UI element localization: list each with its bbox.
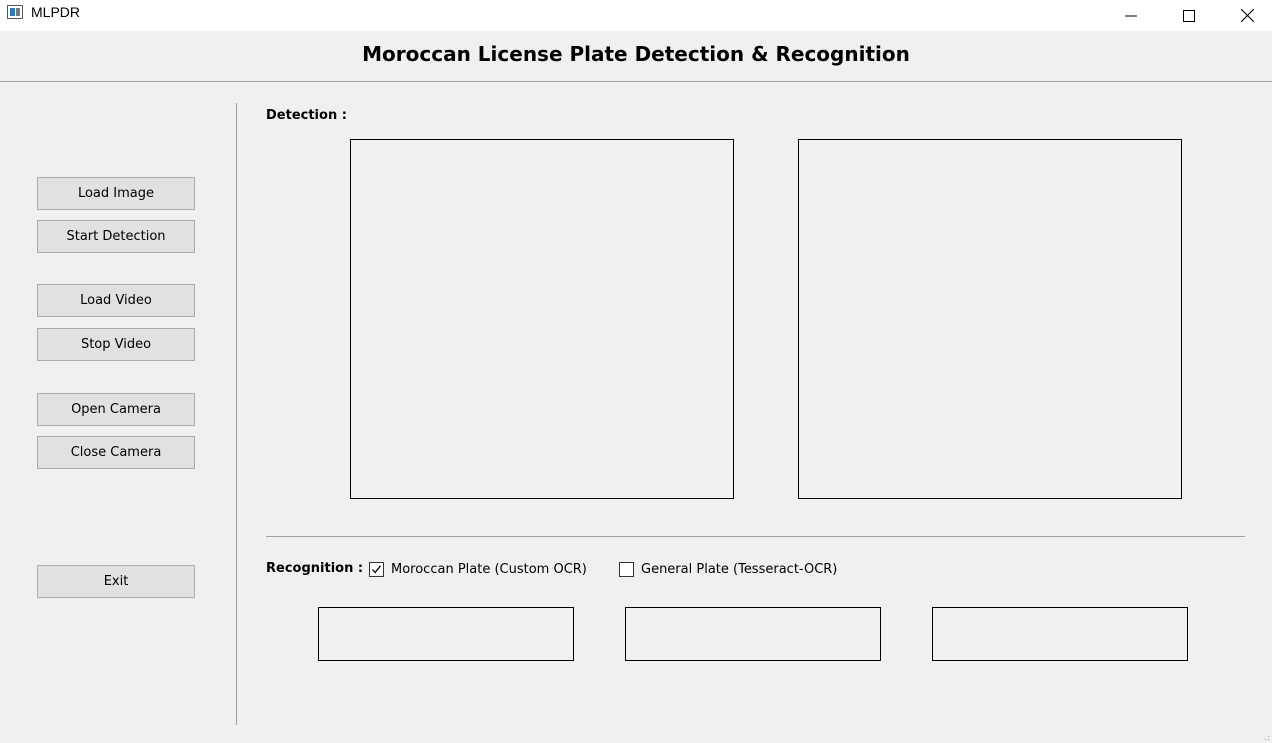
- maximize-icon: [1183, 9, 1195, 22]
- moroccan-plate-option-label: Moroccan Plate (Custom OCR): [391, 562, 587, 577]
- minimize-icon: [1125, 15, 1137, 16]
- recognition-result-box-3: [932, 607, 1188, 661]
- general-plate-checkbox[interactable]: [619, 562, 634, 577]
- recognition-result-box-1: [318, 607, 574, 661]
- exit-button[interactable]: Exit: [37, 565, 195, 598]
- load-video-button[interactable]: Load Video: [37, 284, 195, 317]
- window-titlebar: MLPDR: [0, 0, 1272, 31]
- general-plate-option[interactable]: General Plate (Tesseract-OCR): [619, 562, 837, 577]
- moroccan-plate-checkbox[interactable]: [369, 562, 384, 577]
- app-icon: [7, 5, 23, 19]
- start-detection-button[interactable]: Start Detection: [37, 220, 195, 253]
- sidebar-divider: [236, 103, 237, 725]
- window-title: MLPDR: [31, 4, 81, 20]
- load-image-button[interactable]: Load Image: [37, 177, 195, 210]
- open-camera-button[interactable]: Open Camera: [37, 393, 195, 426]
- stop-video-button[interactable]: Stop Video: [37, 328, 195, 361]
- close-icon: [1240, 9, 1254, 22]
- page-title: Moroccan License Plate Detection & Recog…: [362, 42, 910, 66]
- plate-image-panel: [798, 139, 1182, 499]
- moroccan-plate-option[interactable]: Moroccan Plate (Custom OCR): [369, 562, 587, 577]
- close-camera-button[interactable]: Close Camera: [37, 436, 195, 469]
- resize-grip-icon[interactable]: [1262, 733, 1270, 741]
- maximize-button[interactable]: [1166, 0, 1212, 31]
- minimize-button[interactable]: [1108, 0, 1154, 31]
- section-divider: [266, 536, 1245, 537]
- general-plate-option-label: General Plate (Tesseract-OCR): [641, 562, 838, 577]
- detection-label: Detection :: [266, 108, 347, 123]
- close-button[interactable]: [1224, 0, 1270, 31]
- app-header: Moroccan License Plate Detection & Recog…: [0, 31, 1272, 82]
- recognition-result-box-2: [625, 607, 881, 661]
- detection-image-panel: [350, 139, 734, 499]
- recognition-label: Recognition :: [266, 561, 364, 576]
- checkmark-icon: [372, 565, 382, 574]
